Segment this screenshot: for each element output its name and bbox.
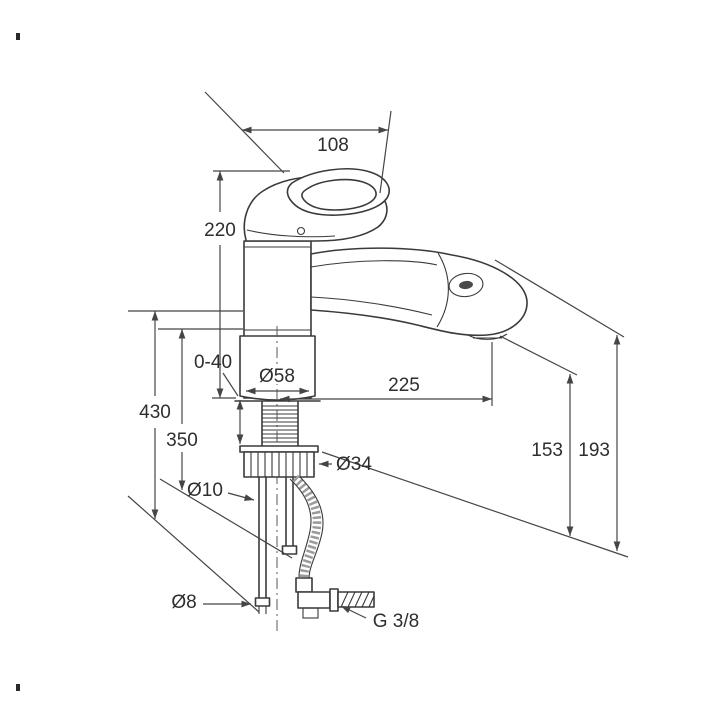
extension-line (127, 310, 260, 613)
faucet-body-group (234, 168, 528, 632)
spray-head-joint (436, 252, 449, 328)
dim-label-193: 193 (578, 440, 610, 461)
dimension-g38: G 3/8 (340, 605, 419, 632)
extension-line (494, 259, 625, 338)
dimension-193: 193 (494, 259, 625, 551)
dimension-d8: Ø8 (171, 592, 251, 613)
dim-label-d58: Ø58 (259, 366, 295, 387)
dim-label-g38: G 3/8 (373, 611, 419, 632)
angle-connector (295, 577, 375, 619)
handle-screw (296, 226, 306, 236)
dimension-0-40: 0-40 (194, 352, 244, 444)
spout-detail-line-top (310, 260, 438, 268)
spray-outlet (467, 333, 508, 340)
dim-label-220: 220 (204, 220, 236, 241)
dimension-350: 350 (158, 328, 293, 559)
dim-label-108: 108 (317, 135, 349, 156)
copper-tail-pipes (254, 476, 298, 614)
dimension-225: 225 (280, 342, 493, 406)
extension-line (212, 170, 290, 399)
dim-label-430: 430 (139, 402, 171, 423)
dim-label-d8: Ø8 (171, 592, 196, 613)
dim-label-d10: Ø10 (187, 480, 223, 501)
leader-line (222, 372, 239, 397)
shank-sides (261, 401, 299, 447)
washer (239, 445, 319, 453)
spout-arm (310, 247, 528, 337)
lever-loop-inner (301, 178, 377, 211)
dimension-220: 220 (204, 170, 290, 399)
spout-detail-line-bottom (310, 296, 433, 316)
dim-label-0-40: 0-40 (194, 352, 232, 373)
flexible-hose (289, 474, 324, 580)
dim-label-350: 350 (166, 430, 198, 451)
dim-label-225: 225 (388, 375, 420, 396)
extension-line (499, 335, 578, 376)
spray-button-ring (448, 272, 484, 298)
nipple-thread-hatch (340, 591, 375, 608)
dim-label-d34: Ø34 (336, 454, 372, 475)
dimension-153: 153 (499, 335, 578, 536)
spray-button (459, 280, 473, 290)
extension-line (158, 328, 293, 559)
dimension-108: 108 (204, 91, 392, 194)
dim-label-153: 153 (531, 440, 563, 461)
nut-hatch (250, 452, 308, 477)
dimension-d58: Ø58 (246, 366, 309, 395)
cap-front-edge (246, 229, 336, 238)
dimension-d10: Ø10 (187, 480, 255, 501)
oblique-extension-deck (321, 451, 629, 558)
dimension-430: 430 (127, 310, 260, 613)
edge-marks (16, 33, 20, 691)
shank-threads (262, 405, 298, 443)
dimension-d34: Ø34 (319, 454, 372, 475)
